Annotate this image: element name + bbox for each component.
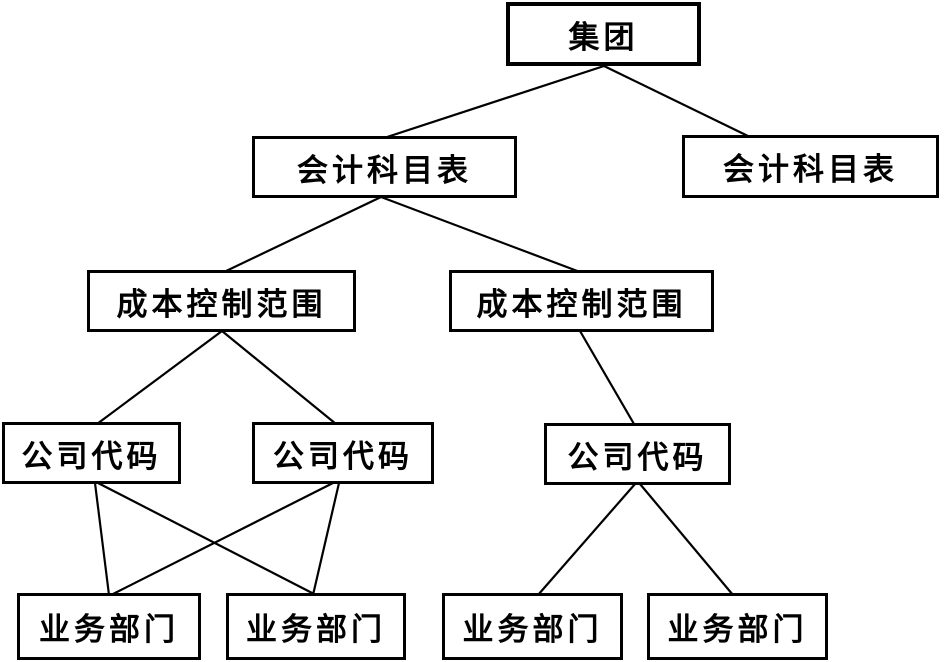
node-business-unit-2: 业务部门 xyxy=(226,593,406,660)
edge-group-coa-left xyxy=(383,64,605,140)
edge-cca-right-cc3 xyxy=(579,330,635,425)
node-chart-of-accounts-left: 会计科目表 xyxy=(252,136,517,198)
edge-cca-left-cc2 xyxy=(221,330,337,425)
node-business-unit-3: 业务部门 xyxy=(442,593,623,660)
node-group: 集团 xyxy=(506,2,701,66)
edge-cc1-bu1 xyxy=(93,482,111,596)
edge-coa-left-cca-left xyxy=(223,196,382,273)
node-company-code-1: 公司代码 xyxy=(2,422,181,484)
node-business-unit-4: 业务部门 xyxy=(647,593,828,660)
node-chart-of-accounts-right: 会计科目表 xyxy=(682,135,939,198)
node-cost-control-area-left: 成本控制范围 xyxy=(87,270,356,332)
edge-cc3-bu3 xyxy=(537,483,636,596)
node-company-code-3: 公司代码 xyxy=(544,423,731,485)
edge-cca-left-cc1 xyxy=(96,330,223,425)
node-business-unit-1: 业务部门 xyxy=(17,593,201,660)
edge-cc2-bu1 xyxy=(110,482,334,596)
node-company-code-2: 公司代码 xyxy=(252,422,434,484)
edge-cc3-bu4 xyxy=(639,483,734,596)
edge-cc2-bu2 xyxy=(311,482,341,596)
edge-group-coa-right xyxy=(603,65,751,138)
edge-coa-left-cca-right xyxy=(380,195,581,274)
node-cost-control-area-right: 成本控制范围 xyxy=(449,270,714,332)
edge-cc1-bu2 xyxy=(97,482,317,596)
